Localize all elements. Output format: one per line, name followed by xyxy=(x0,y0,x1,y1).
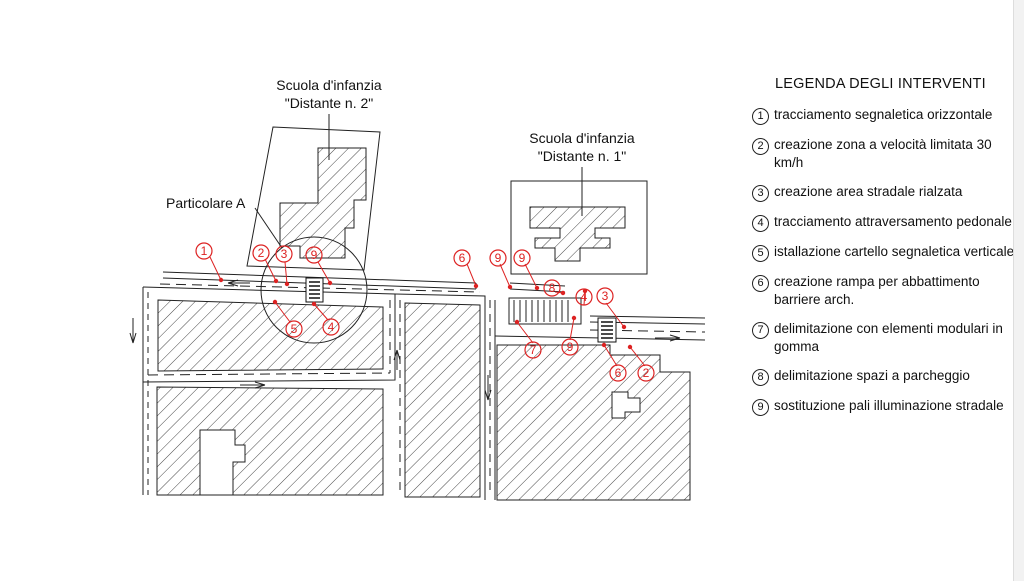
legend-item: 1 tracciamento segnaletica orizzontale xyxy=(752,106,1017,125)
detail-a-circle xyxy=(260,236,368,344)
svg-text:2: 2 xyxy=(643,366,650,380)
road-arrows xyxy=(129,279,681,401)
legend-item: 8 delimitazione spazi a parcheggio xyxy=(752,367,1017,386)
legend-number-icon: 3 xyxy=(752,185,769,202)
callout-2: 2 xyxy=(637,364,655,382)
legend-text: tracciamento attraversamento pedonale xyxy=(774,214,1012,229)
legend-item: 5 istallazione cartello segnaletica verti… xyxy=(752,243,1017,262)
legend-item: 7 delimitazione con elementi modulari in … xyxy=(752,320,1017,356)
svg-text:9: 9 xyxy=(567,340,574,354)
site-plan: 1 2 3 9 5 4 6 9 9 8 4 3 7 9 6 2 Scuola d… xyxy=(129,77,706,501)
svg-text:8: 8 xyxy=(549,281,556,295)
legend-item: 2 creazione zona a velocità limitata 30 k… xyxy=(752,136,1017,172)
svg-text:9: 9 xyxy=(311,248,318,262)
roads xyxy=(142,271,706,500)
callout-9: 9 xyxy=(489,249,507,267)
legend-text: creazione zona a velocità limitata 30 km… xyxy=(774,137,992,170)
callout-leaders xyxy=(209,256,646,367)
pedestrian-crossing-b xyxy=(597,317,617,343)
legend-item: 6 creazione rampa per abbattimento barrie… xyxy=(752,273,1017,309)
legend-text: tracciamento segnaletica orizzontale xyxy=(774,107,993,122)
callout-9: 9 xyxy=(513,249,531,267)
legend-text: istallazione cartello segnaletica vertic… xyxy=(774,244,1015,259)
detail-a-leader xyxy=(254,207,283,249)
callout-9: 9 xyxy=(561,338,579,356)
callout-6: 6 xyxy=(453,249,471,267)
legend-number-icon: 5 xyxy=(752,245,769,262)
svg-text:6: 6 xyxy=(459,251,466,265)
legend: LEGENDA DEGLI INTERVENTI 1 tracciamento s… xyxy=(752,76,1017,427)
svg-text:3: 3 xyxy=(281,247,288,261)
callout-3: 3 xyxy=(275,245,293,263)
school-1-label: Scuola d'infanzia xyxy=(529,130,635,146)
legend-text: sostituzione pali illuminazione stradale xyxy=(774,398,1004,413)
legend-number-icon: 2 xyxy=(752,138,769,155)
callout-6: 6 xyxy=(609,364,627,382)
svg-text:1: 1 xyxy=(201,244,208,258)
school-1-sublabel: "Distante n. 1" xyxy=(538,148,627,164)
legend-number-icon: 8 xyxy=(752,369,769,386)
svg-text:9: 9 xyxy=(519,251,526,265)
legend-title: LEGENDA DEGLI INTERVENTI xyxy=(775,76,986,92)
callout-4: 4 xyxy=(322,318,340,336)
legend-text: delimitazione spazi a parcheggio xyxy=(774,368,970,383)
svg-text:7: 7 xyxy=(530,343,537,357)
legend-text: creazione area stradale rialzata xyxy=(774,184,963,199)
callout-5: 5 xyxy=(285,320,303,338)
legend-item: 3 creazione area stradale rialzata xyxy=(752,183,1017,202)
school-2-label: Scuola d'infanzia xyxy=(276,77,382,93)
callout-3: 3 xyxy=(596,287,614,305)
legend-item: 4 tracciamento attraversamento pedonale xyxy=(752,213,1017,232)
city-blocks xyxy=(156,299,691,501)
svg-text:4: 4 xyxy=(328,320,335,334)
callout-2: 2 xyxy=(252,244,270,262)
school-1-lot xyxy=(510,180,648,275)
svg-text:4: 4 xyxy=(581,290,588,304)
parking-area xyxy=(508,297,582,325)
legend-number-icon: 1 xyxy=(752,108,769,125)
legend-number-icon: 4 xyxy=(752,215,769,232)
legend-number-icon: 6 xyxy=(752,275,769,292)
school-2-sublabel: "Distante n. 2" xyxy=(285,95,374,111)
svg-text:6: 6 xyxy=(615,366,622,380)
callout-4: 4 xyxy=(575,288,593,306)
svg-text:2: 2 xyxy=(258,246,265,260)
legend-text: creazione rampa per abbattimento barrier… xyxy=(774,274,980,307)
callout-7: 7 xyxy=(524,341,542,359)
legend-number-icon: 7 xyxy=(752,322,769,339)
callout-9: 9 xyxy=(305,246,323,264)
callout-1: 1 xyxy=(195,242,213,260)
svg-text:5: 5 xyxy=(291,322,298,336)
legend-text: delimitazione con elementi modulari in g… xyxy=(774,321,1003,354)
legend-list: 1 tracciamento segnaletica orizzontale 2 cr… xyxy=(752,106,1017,416)
page-edge xyxy=(1013,0,1024,581)
pedestrian-crossing-a xyxy=(305,277,324,303)
callout-8: 8 xyxy=(543,279,561,297)
detail-a-label: Particolare A xyxy=(166,195,246,211)
school-2-lot xyxy=(246,126,381,271)
legend-item: 9 sostituzione pali illuminazione stradal… xyxy=(752,397,1017,416)
legend-number-icon: 9 xyxy=(752,399,769,416)
svg-text:9: 9 xyxy=(495,251,502,265)
svg-text:3: 3 xyxy=(602,289,609,303)
